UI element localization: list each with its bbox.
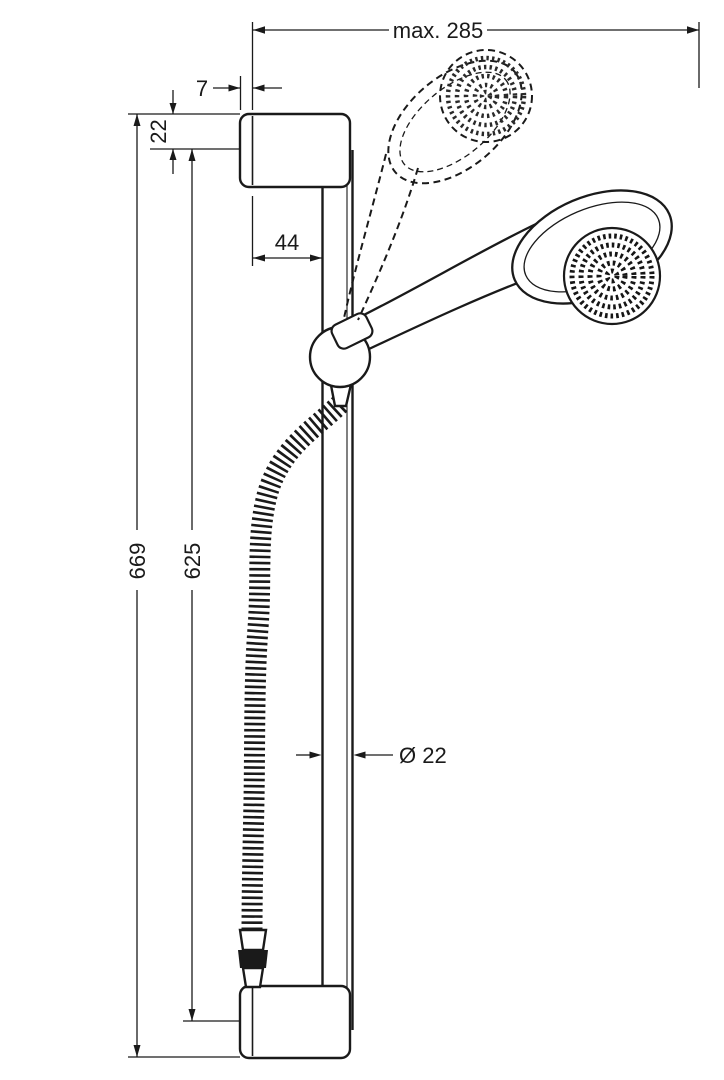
top-mount-body [238, 112, 352, 189]
dim-end-cap-height-label: 22 [146, 119, 171, 143]
connector-upper-cone [238, 928, 268, 952]
hand-shower-solid [350, 189, 673, 359]
arrow-up-icon [169, 149, 177, 160]
dashed-nozzle-ring [472, 82, 500, 110]
dashed-head-contour [399, 71, 511, 173]
shower-hose [241, 396, 348, 933]
dashed-handle-edge [343, 153, 387, 319]
dashed-nozzle-ring [454, 64, 518, 128]
arrow-left-icon [253, 84, 265, 92]
arrow-down-icon [188, 1009, 196, 1021]
arrow-right-icon [687, 26, 699, 34]
arrow-right-icon [228, 84, 240, 92]
spray-nozzle-ring [578, 242, 646, 310]
dashed-handle-edge [357, 167, 419, 321]
arrow-up-icon [188, 149, 196, 161]
dim-bar-diameter: Ø 22 [296, 743, 447, 768]
dim-rail-length: 625 [180, 149, 240, 1022]
spray-nozzle-ring [596, 260, 628, 292]
top-wall-mount [238, 112, 352, 189]
slider-holder [308, 312, 374, 408]
dim-rail-length-label: 625 [180, 543, 205, 580]
spray-nozzle-ring [569, 233, 655, 319]
spray-nozzle-center [604, 268, 620, 284]
shower-rail-bar [321, 150, 354, 1030]
dashed-spray-face [439, 49, 533, 143]
arrow-right-icon [309, 751, 322, 759]
hand-shower-dashed [343, 49, 533, 321]
spray-face-rim [562, 226, 662, 326]
arrow-left-icon [353, 751, 366, 759]
dashed-nozzle-ring [463, 73, 509, 119]
dim-bar-diameter-label: Ø 22 [399, 743, 447, 768]
arrow-left-icon [253, 254, 265, 262]
spray-nozzle-ring [587, 251, 637, 301]
dim-overall-height: 669 [125, 113, 240, 1058]
dim-wall-plate-depth: 7 [196, 76, 282, 110]
handle-clip [330, 312, 374, 350]
dim-max-reach-label: max. 285 [393, 18, 484, 43]
dim-overall-height-label: 669 [125, 543, 150, 580]
arrow-up-icon [133, 114, 141, 126]
bottom-wall-mount [238, 984, 352, 1060]
bottom-mount-body [238, 984, 352, 1060]
dim-slider-offset-label: 44 [275, 230, 299, 255]
dim-slider-offset: 44 [251, 196, 322, 266]
dim-max-reach: max. 285 [251, 18, 700, 110]
arrow-right-icon [310, 254, 322, 262]
hose-ribbed-path [241, 396, 348, 933]
dashed-nozzle-ring [445, 55, 527, 137]
arrow-down-icon [169, 103, 177, 114]
arrow-left-icon [253, 26, 265, 34]
connector-lower-nut [241, 966, 265, 989]
hose-wall-connector [238, 928, 268, 989]
dashed-shower-head [387, 59, 523, 185]
connector-grip-ring [238, 950, 268, 968]
dim-wall-plate-depth-label: 7 [196, 76, 208, 101]
dashed-head-body [387, 59, 523, 185]
spray-face [562, 226, 662, 326]
arrow-down-icon [133, 1045, 141, 1057]
dashed-nozzle-center [479, 89, 493, 103]
dashed-spray-rim [439, 49, 533, 143]
dimension-annotations: max. 285 7 22 44 [125, 18, 700, 1058]
dim-end-cap-height: 22 [146, 90, 240, 174]
